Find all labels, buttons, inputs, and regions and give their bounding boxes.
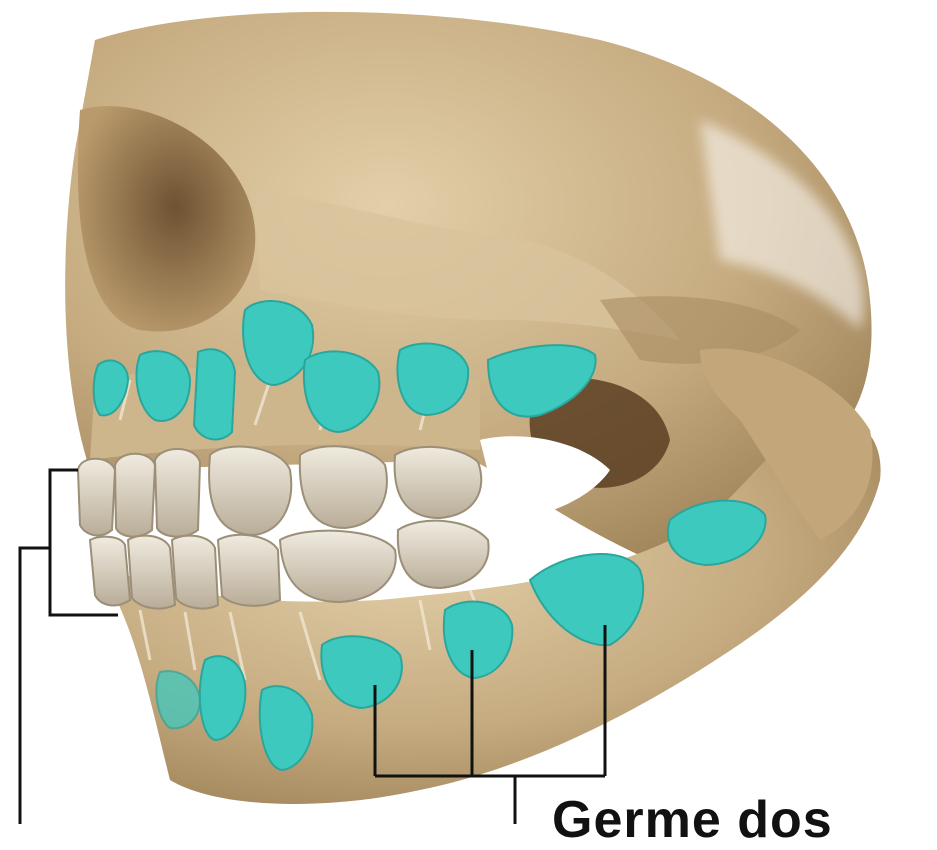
tooth — [90, 537, 130, 606]
tooth — [155, 449, 200, 537]
tooth — [128, 536, 175, 609]
tooth — [172, 536, 218, 609]
leader-erupted-teeth — [20, 548, 50, 824]
tooth-germ — [136, 351, 190, 421]
tooth — [209, 447, 291, 535]
tooth — [280, 531, 396, 602]
tooth — [395, 447, 482, 518]
germ-label: Germe dos — [552, 790, 833, 850]
tooth — [78, 459, 115, 536]
tooth-germ — [194, 349, 235, 439]
skull-illustration — [0, 0, 937, 824]
tooth — [398, 521, 489, 588]
tooth — [218, 535, 280, 606]
tooth — [300, 446, 387, 528]
tooth — [115, 454, 155, 537]
